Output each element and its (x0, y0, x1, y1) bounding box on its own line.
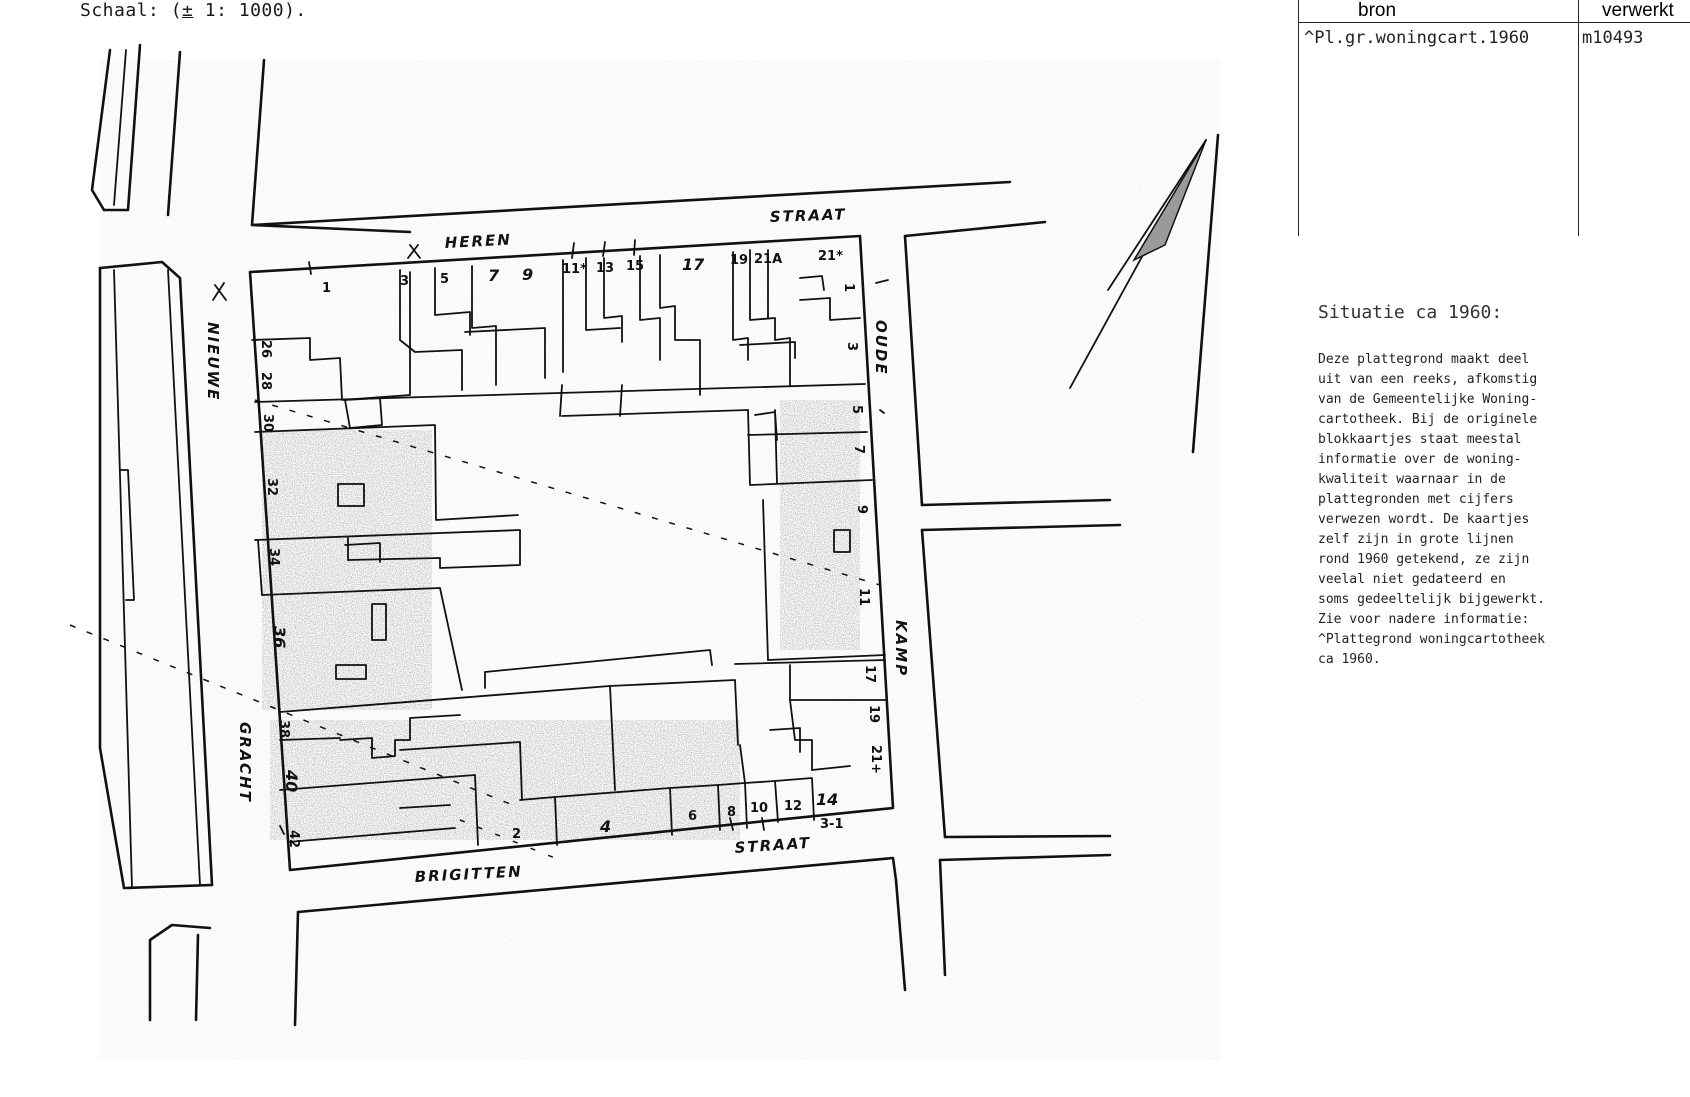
dotted-traces (69, 399, 881, 861)
house-number: 1 (322, 281, 331, 296)
house-number: 4 (599, 817, 611, 836)
parcel-lines (251, 249, 886, 846)
house-number: 40 (282, 769, 301, 792)
house-number: 2 (512, 827, 521, 842)
house-number: 1 (841, 283, 856, 292)
house-number: 21+ (868, 745, 883, 774)
house-number: 17 (682, 255, 705, 274)
tick-marks (212, 239, 889, 835)
description-line: Deze plattegrond maakt deel (1318, 352, 1530, 367)
description-line: ^Plattegrond woningcartotheek (1318, 632, 1545, 647)
house-number: 11 (856, 588, 871, 606)
house-number: 19 (730, 253, 748, 268)
description-line: veelal niet gedateerd en (1318, 572, 1506, 587)
house-number: 5 (440, 272, 449, 287)
house-number: 5 (849, 405, 864, 414)
table-divider (1298, 0, 1299, 236)
street-label-heren: HEREN (444, 231, 512, 252)
canal (98, 260, 214, 890)
description-line: ca 1960. (1318, 652, 1381, 667)
description-line: uit van een reeks, afkomstig (1318, 372, 1538, 387)
block-outline (248, 234, 895, 872)
house-number: 3 (844, 342, 859, 351)
house-number: 30 (260, 414, 275, 432)
house-number: 7 (488, 266, 500, 285)
table-header-rule (1298, 22, 1690, 23)
house-number: 32 (264, 478, 279, 496)
source-value: ^Pl.gr.woningcart.1960 (1304, 28, 1530, 48)
street-label-kamp: KAMP (892, 620, 910, 677)
description-line: zelf zijn in grote lijnen (1318, 532, 1514, 547)
house-number: 21A (754, 252, 782, 267)
house-number: 8 (727, 805, 736, 820)
house-number: 38 (276, 720, 291, 738)
house-number: 7 (851, 445, 866, 454)
house-number: 19 (866, 705, 881, 723)
house-number: 21* (818, 249, 843, 264)
description-line: cartotheek. Bij de originele (1318, 412, 1538, 427)
house-number: 9 (854, 505, 869, 514)
scale-label: Schaal: (± 1: 1000). (80, 0, 307, 21)
column-header-bron: bron (1358, 0, 1397, 21)
description-line: blokkaartjes staat meestal (1318, 432, 1522, 447)
house-number: 14 (816, 790, 838, 809)
description-line: plattegronden met cijfers (1318, 492, 1514, 507)
description-line: van de Gemeentelijke Woning- (1318, 392, 1538, 407)
house-number: 42 (286, 830, 301, 848)
north-arrow (1069, 133, 1220, 454)
house-number: 36 (270, 626, 289, 648)
house-number: 28 (258, 372, 273, 390)
description-line: kwaliteit waarnaar in de (1318, 472, 1506, 487)
street-label-straat-bottom: STRAAT (734, 834, 812, 857)
street-label-nieuwe: NIEUWE (204, 322, 222, 401)
outbuildings (335, 397, 851, 680)
house-number: 6 (688, 809, 697, 824)
column-header-verwerkt: verwerkt (1602, 0, 1674, 21)
quay-bottom-left (148, 923, 212, 1022)
situation-title: Situatie ca 1960: (1318, 302, 1503, 323)
street-label-straat-top: STRAAT (770, 205, 847, 226)
description-line: rond 1960 getekend, ze zijn (1318, 552, 1530, 567)
house-number: 12 (784, 799, 802, 814)
house-number: 15 (626, 259, 644, 274)
situation-description: Deze plattegrond maakt deel uit van een … (1318, 350, 1678, 670)
description-line: verwezen wordt. De kaartjes (1318, 512, 1530, 527)
house-number: 3-1 (820, 817, 844, 832)
source-table: bron verwerkt ^Pl.gr.woningcart.1960 m10… (1298, 0, 1690, 238)
house-number: 10 (750, 801, 768, 816)
street-label-gracht: GRACHT (236, 722, 254, 803)
house-number: 26 (258, 340, 273, 358)
street-label-brigitten: BRIGITTEN (414, 862, 523, 886)
processed-value: m10493 (1582, 28, 1644, 48)
house-number: 13 (596, 261, 614, 276)
house-number: 3 (400, 274, 409, 289)
street-label-oude: OUDE (872, 320, 890, 376)
house-number: 17 (862, 665, 877, 683)
street-edges (250, 180, 1122, 1027)
house-number: 9 (522, 265, 533, 284)
description-line: soms gedeeltelijk bijgewerkt. (1318, 592, 1545, 607)
table-divider (1578, 0, 1579, 236)
house-number: 11* (562, 262, 587, 277)
house-number: 34 (266, 548, 281, 566)
description-line: informatie over de woning- (1318, 452, 1522, 467)
description-line: Zie voor nadere informatie: (1318, 612, 1530, 627)
